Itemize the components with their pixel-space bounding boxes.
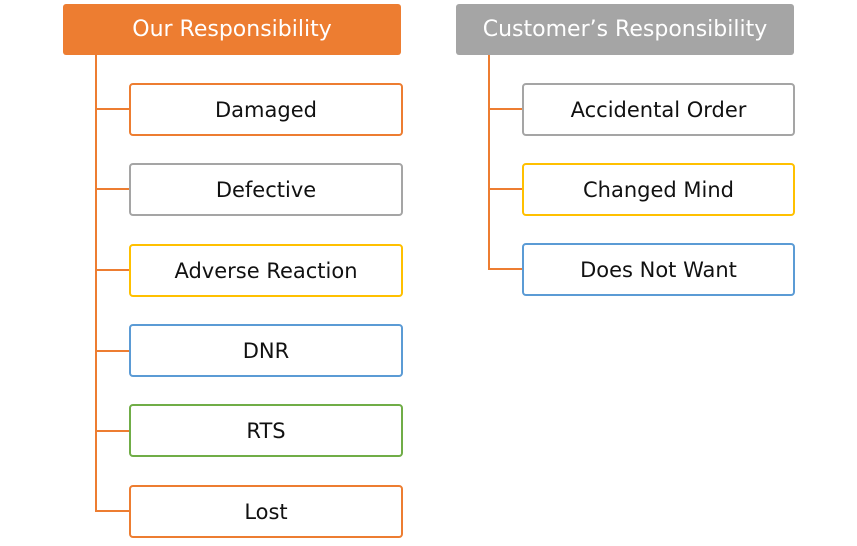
item-adverse-reaction: Adverse Reaction bbox=[129, 244, 403, 297]
item-damaged: Damaged bbox=[129, 83, 403, 136]
item-changed-mind: Changed Mind bbox=[522, 163, 795, 216]
connector-branch bbox=[95, 430, 130, 432]
customer-responsibility-header: Customer’s Responsibility bbox=[456, 4, 794, 55]
connector-branch bbox=[488, 268, 523, 270]
connector-trunk-our bbox=[95, 55, 97, 512]
connector-trunk-customer bbox=[488, 55, 490, 270]
connector-branch bbox=[488, 188, 523, 190]
item-accidental-order: Accidental Order bbox=[522, 83, 795, 136]
item-defective: Defective bbox=[129, 163, 403, 216]
connector-branch bbox=[95, 350, 130, 352]
item-dnr: DNR bbox=[129, 324, 403, 377]
item-does-not-want: Does Not Want bbox=[522, 243, 795, 296]
our-responsibility-header: Our Responsibility bbox=[63, 4, 401, 55]
connector-branch bbox=[95, 269, 130, 271]
connector-branch bbox=[95, 188, 130, 190]
item-lost: Lost bbox=[129, 485, 403, 538]
connector-branch bbox=[95, 108, 130, 110]
item-rts: RTS bbox=[129, 404, 403, 457]
connector-branch bbox=[488, 108, 523, 110]
connector-branch bbox=[95, 510, 130, 512]
